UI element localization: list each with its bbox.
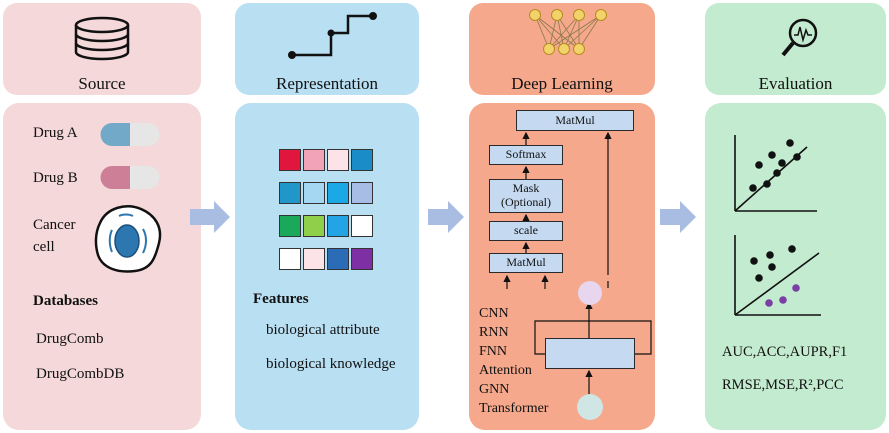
right-arrow-icon [190, 201, 230, 233]
cancer-label-2: cell [33, 239, 55, 255]
feature-cell [303, 248, 325, 270]
encoder-block [545, 338, 635, 369]
feature-cell [327, 149, 349, 171]
scatter-plot-icon [734, 235, 821, 316]
database-icon [74, 16, 130, 61]
cancer-cell-icon [94, 205, 162, 273]
feature-cell [351, 248, 373, 270]
features-title: Features [253, 291, 309, 307]
feature-cell [327, 248, 349, 270]
pink-capsule-icon [100, 166, 160, 189]
right-arrow-icon [428, 201, 464, 233]
model-item: GNN [479, 382, 510, 397]
deep-learning-header: Deep Learning [469, 3, 655, 95]
drug-a-label: Drug A [33, 125, 78, 141]
databases-title: Databases [33, 293, 99, 309]
feature-item: biological attribute [266, 322, 380, 338]
database-item: DrugCombDB [36, 366, 125, 382]
representation-panel: Features biological attribute biological… [235, 103, 419, 430]
feature-cell [279, 149, 301, 171]
representation-header: Representation [235, 3, 419, 95]
model-item: RNN [479, 325, 509, 340]
feature-cell [303, 182, 325, 204]
step-line-icon [288, 12, 377, 59]
model-item: Transformer [479, 401, 549, 416]
feature-cell [279, 182, 301, 204]
neural-network-icon [529, 9, 607, 55]
classification-metrics: AUC,ACC,AUPR,F1 [722, 344, 848, 360]
feature-cell [351, 215, 373, 237]
evaluation-panel: AUC,ACC,AUPR,F1 RMSE,MSE,R²,PCC [705, 103, 886, 430]
feature-cell [327, 215, 349, 237]
matmul-top-block: MatMul [516, 110, 634, 131]
feature-cell [279, 215, 301, 237]
mask-optional-label: (Optional) [501, 195, 551, 209]
attention-connections [503, 131, 652, 420]
model-item: CNN [479, 306, 509, 321]
feature-item: biological knowledge [266, 356, 396, 372]
matmul-bottom-block: MatMul [489, 253, 563, 273]
model-item: Attention [479, 363, 532, 378]
scale-block: scale [489, 221, 563, 241]
right-arrow-icon [660, 201, 696, 233]
feature-cell [303, 149, 325, 171]
cancer-label-1: Cancer [33, 217, 76, 233]
deep-learning-title: Deep Learning [511, 74, 613, 93]
source-panel: Drug A Drug B Cancer cell Databases Drug… [3, 103, 201, 430]
magnifier-chart-icon [781, 18, 818, 57]
scatter-plot-icon [734, 135, 817, 212]
evaluation-header: Evaluation [705, 3, 886, 95]
regression-metrics: RMSE,MSE,R²,PCC [722, 377, 844, 393]
mask-block: Mask (Optional) [489, 179, 563, 213]
feature-cell [303, 215, 325, 237]
source-title: Source [78, 74, 126, 93]
mask-label: Mask [512, 181, 540, 196]
deep-learning-panel: MatMul Softmax Mask (Optional) scale Mat… [469, 103, 655, 430]
feature-cell [279, 248, 301, 270]
feature-cell [351, 182, 373, 204]
feature-grid [279, 149, 379, 281]
softmax-block: Softmax [489, 145, 563, 165]
blue-capsule-icon [100, 123, 160, 146]
feature-cell [351, 149, 373, 171]
feature-cell [327, 182, 349, 204]
model-item: FNN [479, 344, 508, 359]
source-header: Source [3, 3, 201, 95]
database-item: DrugComb [36, 331, 104, 347]
evaluation-title: Evaluation [758, 74, 833, 93]
representation-title: Representation [276, 74, 378, 93]
drug-b-label: Drug B [33, 170, 78, 186]
